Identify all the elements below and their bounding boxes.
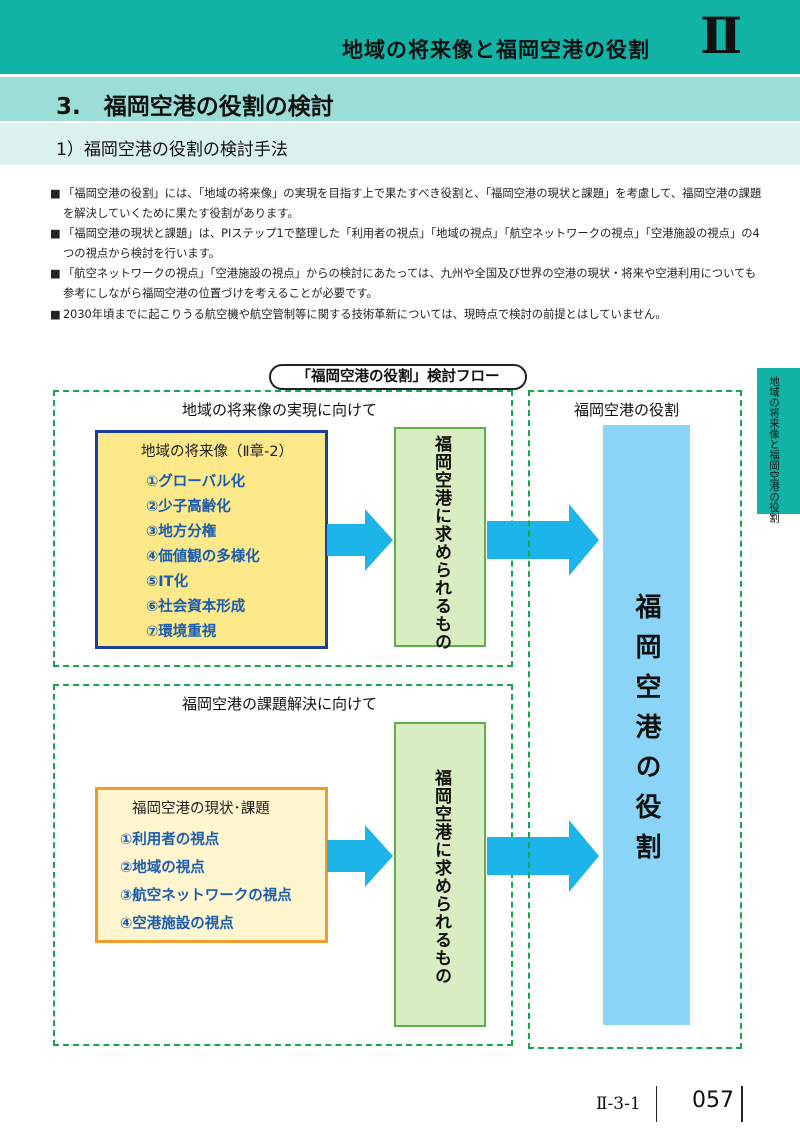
paragraph: ■「航空ネットワークの視点」「空港施設の視点」からの検討にあたっては、九州や全国… bbox=[50, 264, 765, 303]
bullet-marker: ■ bbox=[50, 307, 61, 321]
current-issues-box-heading: 福岡空港の現状･課題 bbox=[132, 801, 270, 817]
subsection-title: 1）福岡空港の役割の検討手法 bbox=[56, 140, 288, 160]
section-title: 3. 福岡空港の役割の検討 bbox=[56, 94, 334, 120]
arrow-right-icon bbox=[487, 820, 599, 892]
future-vision-item: ④価値観の多様化 bbox=[146, 549, 260, 565]
body-paragraphs: ■「福岡空港の役割」には、「地域の将来像」の実現を目指す上で果たすべき役割と、「… bbox=[50, 184, 765, 325]
current-issues-item: ④空港施設の視点 bbox=[120, 916, 234, 932]
airport-role-label: 福岡空港の役割 bbox=[631, 593, 661, 873]
requirement-box-1: 福岡空港に求められるもの bbox=[394, 427, 486, 651]
requirement-label: 福岡空港に求められるもの bbox=[431, 769, 451, 985]
arrow-right-icon bbox=[487, 504, 599, 576]
airport-role-group bbox=[528, 390, 742, 1049]
bullet-marker: ■ bbox=[50, 187, 61, 200]
requirement-box-2: 福岡空港に求められるもの bbox=[394, 722, 486, 1027]
chapter-numeral: Ⅱ bbox=[700, 6, 743, 65]
paragraph: ■2030年頃までに起こりうる航空機や航空管制等に関する技術革新については、現時… bbox=[50, 305, 765, 325]
future-vision-group-heading: 地域の将来像の実現に向けて bbox=[182, 401, 378, 419]
bullet-marker: ■ bbox=[50, 267, 61, 281]
airport-role-heading: 福岡空港の役割 bbox=[574, 401, 680, 419]
section-code: Ⅱ-3-1 bbox=[596, 1094, 641, 1114]
future-vision-item: ⑦環境重視 bbox=[146, 624, 217, 640]
issue-resolution-group-heading: 福岡空港の課題解決に向けて bbox=[182, 695, 378, 713]
current-issues-item: ③航空ネットワークの視点 bbox=[120, 888, 292, 904]
future-vision-box-heading: 地域の将来像（Ⅱ章-2） bbox=[141, 444, 294, 460]
future-vision-item: ⑥社会資本形成 bbox=[146, 599, 246, 615]
future-vision-item: ①グローバル化 bbox=[146, 474, 246, 490]
side-tab-label: 地域の将来像と福岡空港の役割 bbox=[768, 376, 780, 523]
chapter-title: 地域の将来像と福岡空港の役割 bbox=[342, 38, 650, 62]
paragraph-text: 「福岡空港の現状と課題」は、PIステップ1で整理した「利用者の視点」「地域の視点… bbox=[63, 227, 760, 260]
page-number: 057 bbox=[692, 1088, 734, 1113]
current-issues-item: ②地域の視点 bbox=[120, 860, 205, 876]
subsection-header-bar: 1）福岡空港の役割の検討手法 bbox=[0, 123, 800, 165]
current-issues-box bbox=[95, 787, 328, 943]
paragraph: ■「福岡空港の役割」には、「地域の将来像」の実現を目指す上で果たすべき役割と、「… bbox=[50, 184, 765, 223]
bullet-marker: ■ bbox=[50, 227, 61, 241]
paragraph-text: 「福岡空港の役割」には、「地域の将来像」の実現を目指す上で果たすべき役割と、「福… bbox=[63, 187, 762, 220]
current-issues-item: ①利用者の視点 bbox=[120, 832, 220, 848]
airport-role-box: 福岡空港の役割 bbox=[603, 425, 690, 1025]
chapter-side-tab: 地域の将来像と福岡空港の役割 bbox=[757, 368, 800, 523]
section-header-bar: 3. 福岡空港の役割の検討 bbox=[0, 77, 800, 121]
flow-title: 「福岡空港の役割」検討フロー bbox=[269, 364, 527, 390]
footer-divider bbox=[741, 1086, 743, 1122]
future-vision-box bbox=[95, 430, 328, 649]
arrow-right-icon bbox=[327, 509, 393, 571]
future-vision-item: ⑤IT化 bbox=[146, 574, 189, 590]
paragraph: ■「福岡空港の現状と課題」は、PIステップ1で整理した「利用者の視点」「地域の視… bbox=[50, 224, 765, 263]
requirement-label: 福岡空港に求められるもの bbox=[431, 435, 451, 651]
future-vision-item: ②少子高齢化 bbox=[146, 499, 231, 515]
arrow-right-icon bbox=[327, 825, 393, 887]
paragraph-text: 2030年頃までに起こりうる航空機や航空管制等に関する技術革新については、現時点… bbox=[63, 307, 667, 321]
paragraph-text: 「航空ネットワークの視点」「空港施設の視点」からの検討にあたっては、九州や全国及… bbox=[63, 267, 757, 300]
future-vision-item: ③地方分権 bbox=[146, 524, 217, 540]
footer-divider bbox=[656, 1086, 657, 1122]
chapter-header-bar: 地域の将来像と福岡空港の役割 Ⅱ bbox=[0, 0, 800, 74]
